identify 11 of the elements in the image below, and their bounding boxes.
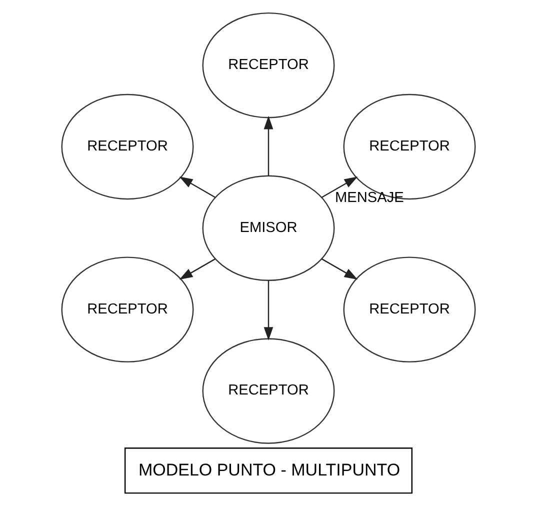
arrow (264, 116, 274, 176)
arrow (179, 176, 216, 198)
node-ellipse: EMISOR (202, 175, 335, 282)
edge-label: MENSAJE (334, 190, 404, 206)
arrow (322, 176, 358, 198)
node-ellipse: RECEPTOR (202, 338, 335, 444)
caption: MODELO PUNTO - MULTIPUNTO (138, 460, 400, 480)
arrow (179, 258, 216, 280)
node-ellipse: RECEPTOR (202, 12, 335, 118)
arrow (264, 280, 274, 340)
arrow (322, 258, 358, 280)
